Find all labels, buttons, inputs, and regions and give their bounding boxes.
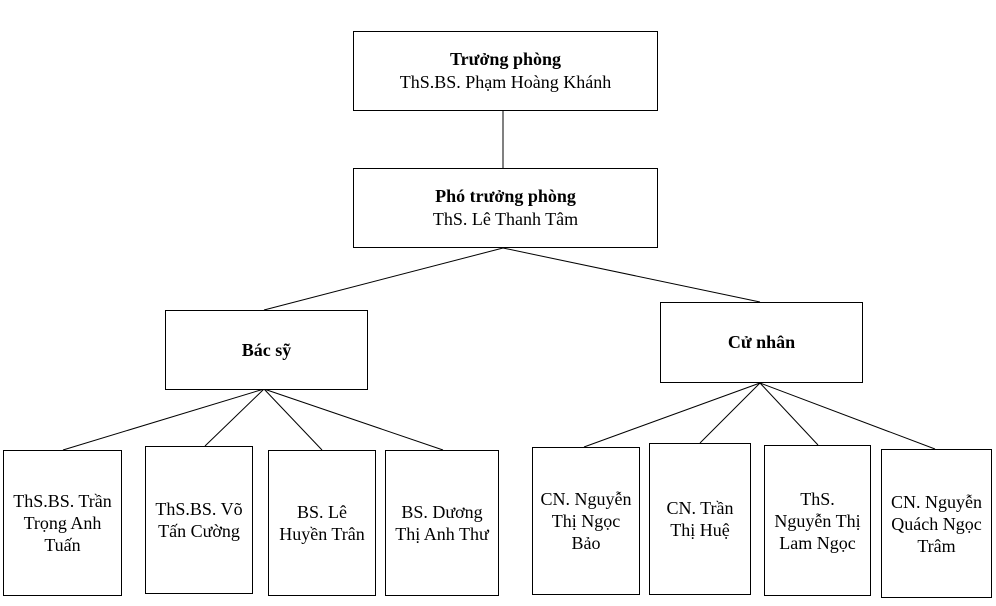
member-box: ThS. Nguyễn Thị Lam Ngọc — [764, 445, 871, 596]
member-name: ThS.BS. Võ Tấn Cường — [155, 499, 243, 541]
member-box: BS. Dương Thị Anh Thư — [385, 450, 499, 596]
link-doctors-m3 — [263, 388, 323, 451]
link-bachelors-m2 — [699, 382, 761, 444]
link-bachelors-m1 — [583, 382, 761, 448]
member-box: ThS.BS. Trần Trọng Anh Tuấn — [3, 450, 122, 596]
head-box: Trưởng phòng ThS.BS. Phạm Hoàng Khánh — [353, 31, 658, 111]
group-box-bachelors: Cử nhân — [660, 302, 863, 383]
link-deputy-bachelors — [502, 247, 761, 303]
group-label-bachelors: Cử nhân — [727, 332, 796, 352]
link-doctors-m4 — [263, 388, 444, 451]
member-name: CN. Nguyễn Quách Ngọc Trâm — [891, 491, 982, 556]
member-box: CN. Trần Thị Huệ — [649, 443, 751, 595]
deputy-title: Phó trưởng phòng — [435, 186, 576, 206]
link-bachelors-m3 — [759, 382, 819, 446]
deputy-name: ThS. Lê Thanh Tâm — [432, 209, 579, 229]
link-bachelors-m4 — [759, 382, 936, 450]
head-name: ThS.BS. Phạm Hoàng Khánh — [399, 72, 612, 92]
member-name: BS. Lê Huyền Trân — [279, 502, 365, 544]
member-box: CN. Nguyễn Quách Ngọc Trâm — [881, 449, 992, 598]
member-name: CN. Trần Thị Huệ — [666, 498, 734, 540]
member-box: CN. Nguyễn Thị Ngọc Bảo — [532, 447, 640, 595]
member-box: BS. Lê Huyền Trân — [268, 450, 376, 596]
link-doctors-m1 — [62, 388, 265, 451]
member-name: BS. Dương Thị Anh Thư — [395, 502, 489, 544]
member-box: ThS.BS. Võ Tấn Cường — [145, 446, 253, 594]
head-title: Trưởng phòng — [450, 49, 561, 69]
link-deputy-doctors — [263, 247, 504, 311]
group-box-doctors: Bác sỹ — [165, 310, 368, 390]
group-label-doctors: Bác sỹ — [241, 339, 292, 360]
member-name: CN. Nguyễn Thị Ngọc Bảo — [540, 489, 632, 553]
member-name: ThS. Nguyễn Thị Lam Ngọc — [774, 488, 861, 553]
deputy-box: Phó trưởng phòng ThS. Lê Thanh Tâm — [353, 168, 658, 248]
member-name: ThS.BS. Trần Trọng Anh Tuấn — [13, 491, 112, 555]
link-doctors-m2 — [204, 388, 265, 447]
